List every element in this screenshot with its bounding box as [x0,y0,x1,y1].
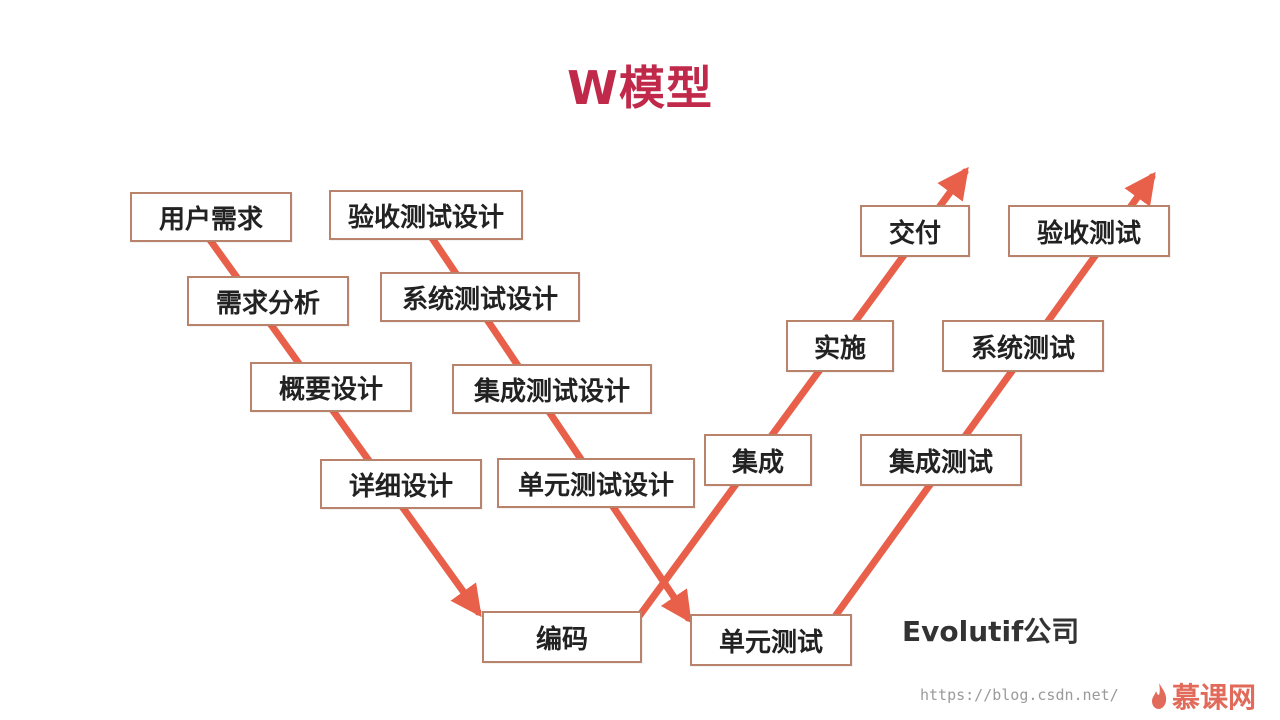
box-acceptance-test: 验收测试 [1008,205,1170,257]
box-coding: 编码 [482,611,642,663]
box-system-test: 系统测试 [942,320,1104,372]
box-outline-design: 概要设计 [250,362,412,412]
box-system-test-design: 系统测试设计 [380,272,580,322]
box-unit-test-design: 单元测试设计 [497,458,695,508]
box-implementation: 实施 [786,320,894,372]
box-integration-test: 集成测试 [860,434,1022,486]
box-unit-test: 单元测试 [690,614,852,666]
box-delivery: 交付 [860,205,970,257]
flame-icon [1152,683,1167,709]
box-detailed-design: 详细设计 [320,459,482,509]
box-user-needs: 用户需求 [130,192,292,242]
company-label: Evolutif公司 [902,615,1080,648]
brand-name: 慕课网 [1172,681,1257,714]
watermark-url: https://blog.csdn.net/ [920,686,1119,704]
brand-logo: 慕课网 [1150,676,1256,716]
box-integration-test-design: 集成测试设计 [452,364,652,414]
page-title: W模型 [567,61,713,115]
box-integration: 集成 [704,434,812,486]
box-acceptance-test-design: 验收测试设计 [329,190,523,240]
box-requirement-analysis: 需求分析 [187,276,349,326]
